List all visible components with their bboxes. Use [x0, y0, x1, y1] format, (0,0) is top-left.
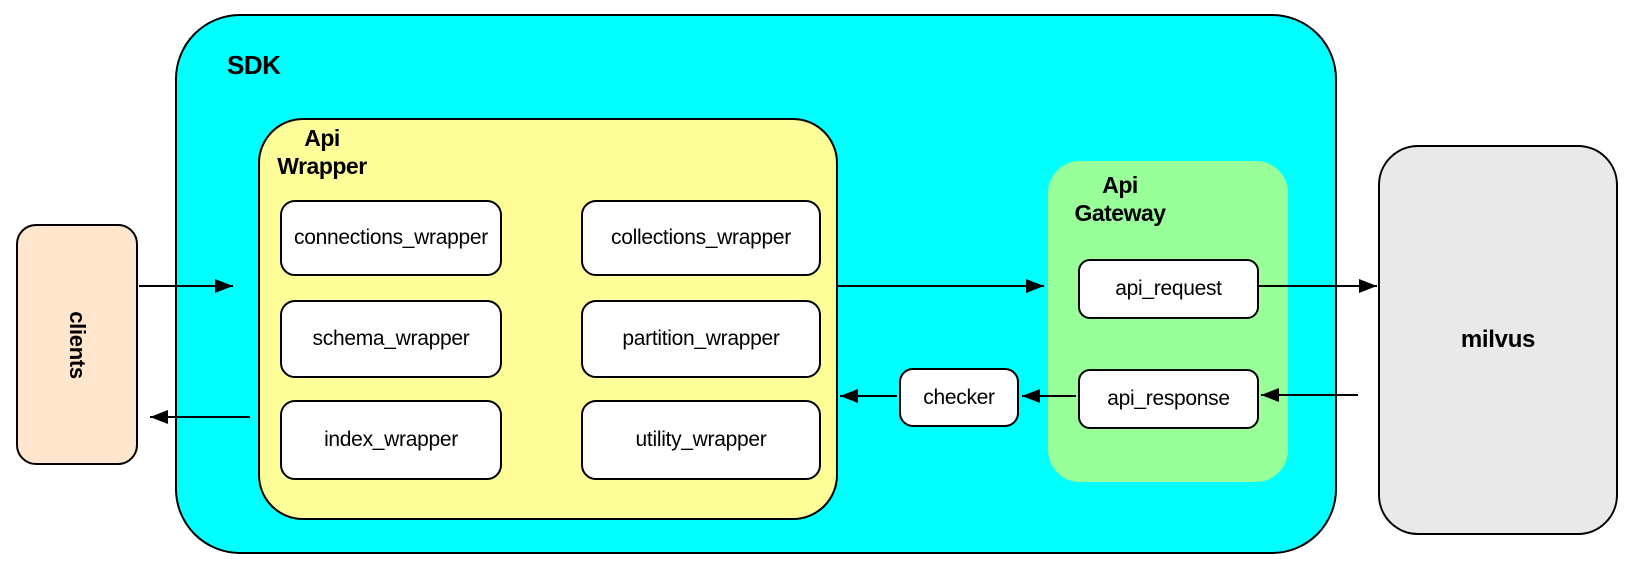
api-gateway-label: Api Gateway [1074, 172, 1166, 227]
wrapper-box-label: utility_wrapper [635, 428, 767, 451]
wrapper-box-label: partition_wrapper [622, 327, 780, 350]
wrapper-box-label: connections_wrapper [294, 226, 488, 249]
gateway-box-api-response: api_response [1078, 369, 1259, 429]
wrapper-box-connections: connections_wrapper [280, 200, 502, 276]
wrapper-box-schema: schema_wrapper [280, 300, 502, 378]
clients-node: clients [16, 224, 138, 465]
milvus-node: milvus [1378, 145, 1618, 535]
checker-node: checker [899, 368, 1019, 427]
api-wrapper-label: Api Wrapper [277, 125, 367, 180]
wrapper-box-label: index_wrapper [324, 428, 458, 451]
wrapper-box-partition: partition_wrapper [581, 300, 821, 378]
clients-label: clients [64, 310, 90, 379]
wrapper-box-index: index_wrapper [280, 400, 502, 480]
gateway-box-label: api_request [1115, 277, 1222, 300]
wrapper-box-label: schema_wrapper [312, 327, 470, 350]
milvus-label: milvus [1460, 326, 1536, 353]
gateway-box-api-request: api_request [1078, 259, 1259, 319]
sdk-label: SDK [227, 50, 281, 80]
checker-label: checker [923, 385, 995, 409]
api-gateway-container: Api Gateway api_request api_response [1048, 161, 1288, 482]
wrapper-box-utility: utility_wrapper [581, 400, 821, 480]
wrapper-box-label: collections_wrapper [611, 226, 791, 249]
wrapper-box-collections: collections_wrapper [581, 200, 821, 276]
api-wrapper-container: Api Wrapper connections_wrapper collecti… [258, 118, 838, 520]
sdk-container: SDK Api Wrapper connections_wrapper coll… [175, 14, 1337, 554]
gateway-box-label: api_response [1107, 387, 1230, 410]
